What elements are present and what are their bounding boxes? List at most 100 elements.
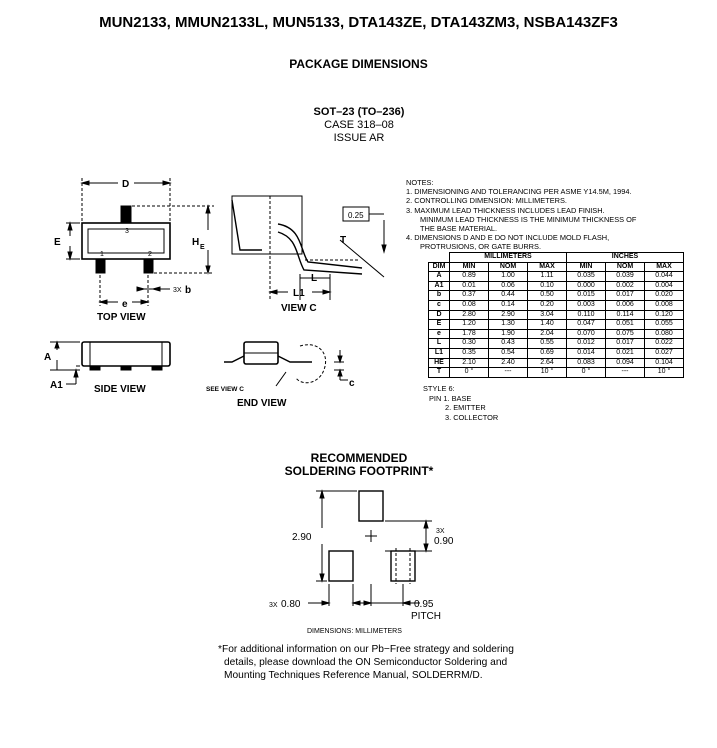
column-header: MIN	[449, 261, 489, 273]
see-view-c-label: SEE VIEW C	[206, 386, 244, 393]
dim-value-cell: 0.54	[488, 347, 528, 359]
dim-value-cell: 0.075	[605, 328, 645, 340]
dim-value-cell: 0.083	[566, 357, 606, 369]
dim-value-cell: 0.022	[644, 338, 684, 349]
dim-label-he-sub: E	[200, 244, 205, 251]
dim-symbol-cell: E	[428, 319, 450, 330]
footprint-dim-095: 0.95	[414, 599, 434, 610]
dim-symbol-cell: HE	[428, 357, 450, 369]
dim-value-cell: 1.78	[449, 328, 489, 340]
note-line: PROTRUSIONS, OR GATE BURRS.	[420, 242, 541, 252]
dim-symbol-cell: L	[428, 338, 450, 349]
dim-value-cell: 0.08	[449, 299, 489, 311]
dim-value-cell: 0.014	[566, 347, 606, 359]
end-view-label: END VIEW	[237, 398, 287, 409]
dim-label-a1: A1	[50, 380, 63, 391]
dim-value-cell: 0.020	[644, 290, 684, 301]
package-name: SOT–23 (TO–236)	[313, 106, 405, 118]
dim-value-cell: ---	[488, 367, 528, 378]
style-title: STYLE 6:	[423, 384, 455, 393]
dim-value-cell: 2.04	[527, 328, 567, 340]
footprint-dim-080-count: 3X	[269, 602, 278, 609]
footnote: *For additional information on our Pb−Fr…	[218, 643, 548, 682]
package-case: CASE 318–08	[324, 119, 394, 131]
dim-value-cell: 0.37	[449, 290, 489, 301]
dim-value-cell: 0.039	[605, 271, 645, 282]
dim-value-cell: 0.004	[644, 280, 684, 292]
dim-value-cell: 0.017	[605, 338, 645, 349]
footprint-units: DIMENSIONS: MILLIMETERS	[307, 628, 402, 635]
table-group-header-row: MILLIMETERS INCHES	[428, 252, 684, 263]
footprint-title-line1: RECOMMENDED	[310, 451, 408, 465]
dim-label-d: D	[122, 179, 129, 190]
dim-label-e-upper: E	[54, 237, 61, 248]
page-title: MUN2133, MMUN2133L, MUN5133, DTA143ZE, D…	[99, 14, 618, 31]
dim-value-cell: 0.35	[449, 347, 489, 359]
dim-value-cell: 1.40	[527, 319, 567, 330]
footnote-line: *For additional information on our Pb−Fr…	[218, 644, 514, 655]
dim-label-l: L	[311, 273, 317, 284]
footnote-line: Mounting Techniques Reference Manual, SO…	[224, 670, 483, 681]
package-info: SOT–23 (TO–236) CASE 318–08 ISSUE AR	[264, 106, 454, 145]
note-line: MINIMUM LEAD THICKNESS IS THE MINIMUM TH…	[420, 214, 637, 224]
footprint-dim-090: 0.90	[434, 536, 454, 547]
dim-symbol-cell: D	[428, 309, 450, 321]
dim-label-he: H	[192, 237, 199, 248]
dim-label-e-lower: e	[122, 299, 128, 310]
footprint-dim-290: 2.90	[292, 532, 312, 543]
dim-value-cell: 0.000	[566, 280, 606, 292]
column-header: MIN	[566, 261, 606, 273]
side-view-drawing	[50, 340, 171, 385]
footprint-dim-090-count: 3X	[436, 528, 445, 535]
column-header: DIM	[428, 261, 450, 273]
dim-value-cell: 0.047	[566, 319, 606, 330]
dim-symbol-cell: L1	[428, 347, 450, 359]
dim-value-cell: 0.021	[605, 347, 645, 359]
style-block: STYLE 6: PIN 1. BASE 2. EMITTER 3. COLLE…	[423, 384, 498, 422]
column-header: MAX	[644, 261, 684, 273]
footprint-title-line2: SOLDERING FOOTPRINT*	[284, 464, 434, 478]
dim-value-cell: 0.06	[488, 280, 528, 292]
dim-symbol-cell: A1	[428, 280, 450, 292]
dim-label-025: 0.25	[348, 211, 364, 220]
dim-symbol-cell: T	[428, 367, 450, 378]
column-header: NOM	[488, 261, 528, 273]
dim-value-cell: 0.114	[605, 309, 645, 321]
dim-value-cell: 0.43	[488, 338, 528, 349]
dim-value-cell: 0.89	[449, 271, 489, 282]
dim-value-cell: 2.64	[527, 357, 567, 369]
note-line: 3. MAXIMUM LEAD THICKNESS INCLUDES LEAD …	[406, 205, 605, 215]
dim-value-cell: 0.120	[644, 309, 684, 321]
dim-value-cell: 0.110	[566, 309, 606, 321]
dim-value-cell: 0.30	[449, 338, 489, 349]
view-c-label: VIEW C	[281, 303, 317, 314]
notes-block: NOTES: 1. DIMENSIONING AND TOLERANCING P…	[406, 178, 706, 252]
dim-value-cell: 0.55	[527, 338, 567, 349]
note-line: 4. DIMENSIONS D AND E DO NOT INCLUDE MOL…	[406, 233, 610, 243]
footnote-line: details, please download the ON Semicond…	[224, 657, 508, 668]
dim-symbol-cell: A	[428, 271, 450, 282]
column-header: NOM	[605, 261, 645, 273]
dim-value-cell: 0.015	[566, 290, 606, 301]
dim-value-cell: 1.90	[488, 328, 528, 340]
dim-label-b-count: 3X	[173, 287, 182, 294]
dim-value-cell: 0.69	[527, 347, 567, 359]
dim-value-cell: 0.027	[644, 347, 684, 359]
column-header: MAX	[527, 261, 567, 273]
dim-label-l1: L1	[293, 288, 305, 299]
dim-value-cell: 0.044	[644, 271, 684, 282]
dim-value-cell: 0.10	[527, 280, 567, 292]
end-view-drawing	[224, 341, 348, 387]
dim-value-cell: 1.30	[488, 319, 528, 330]
dim-value-cell: ---	[605, 367, 645, 378]
side-view-label: SIDE VIEW	[94, 384, 146, 395]
